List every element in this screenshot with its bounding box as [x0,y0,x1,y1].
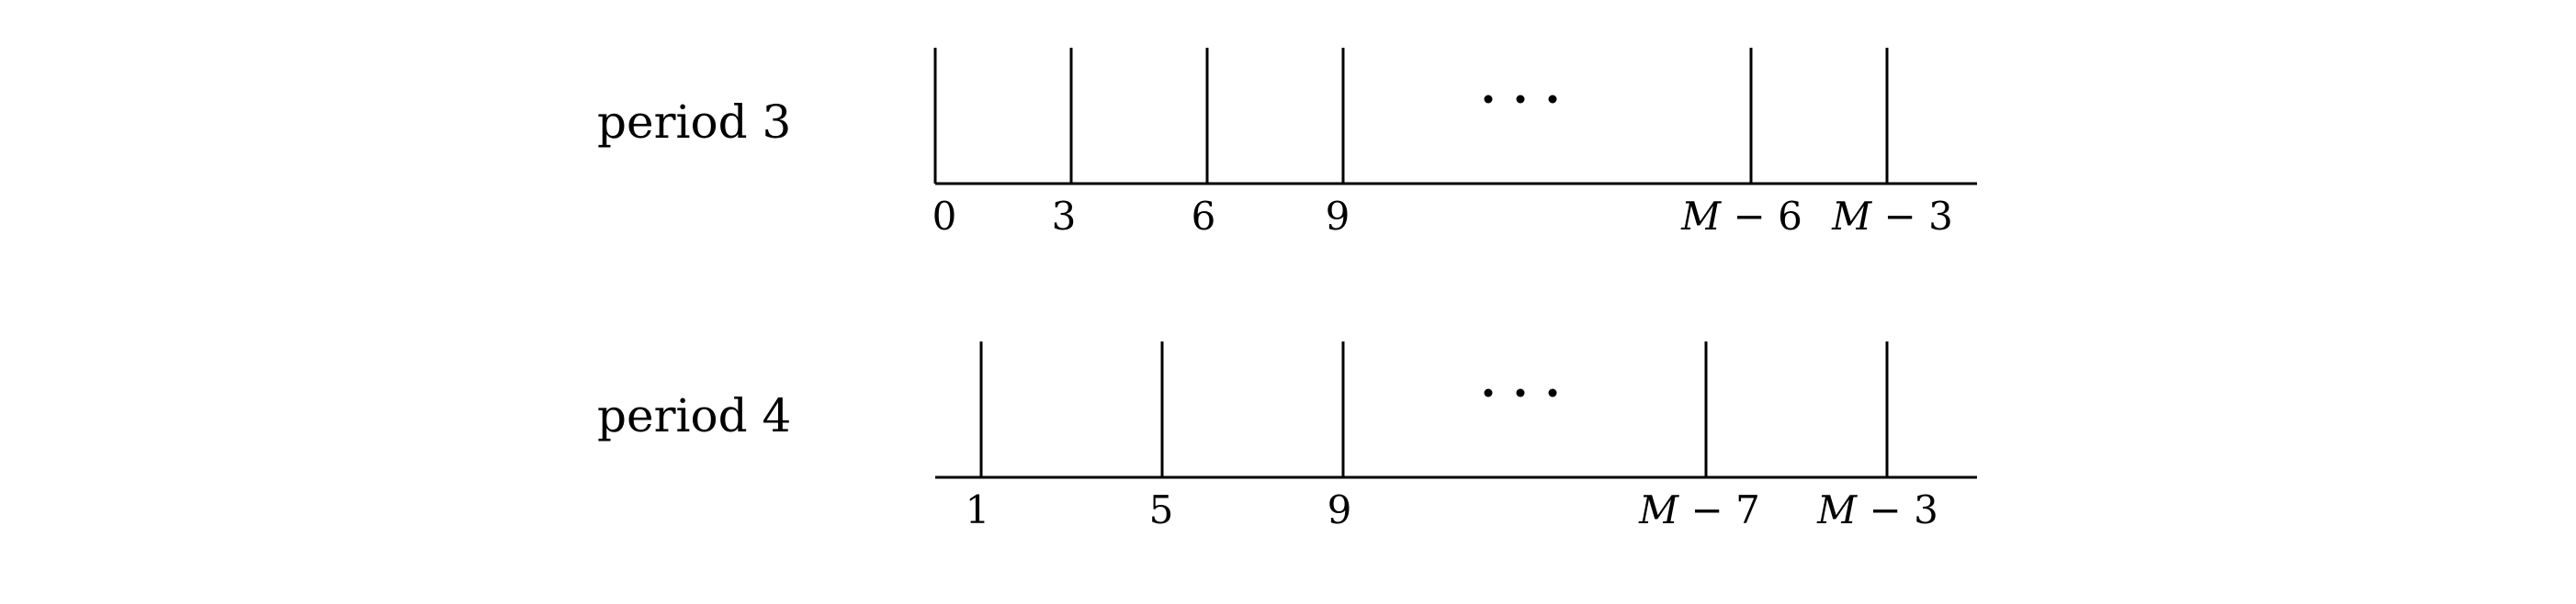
ellipsis-dot [1548,95,1557,104]
ellipsis-dot [1516,95,1525,104]
row-label-period-3: period 3 [597,95,791,149]
tick-label: 6 [1192,194,1216,239]
tick-label: 1 [966,487,990,532]
tick-label: 5 [1149,487,1174,532]
row-period-4: period 4 1 5 9 M − 7 M − 3 [597,341,1977,532]
tick-label: 0 [932,194,957,239]
ellipsis-period-4 [1484,388,1557,397]
row-period-3: period 3 0 3 6 9 M − 6 M − 3 [597,48,1977,239]
ellipsis-dot [1548,388,1557,397]
tick-label: 9 [1326,194,1350,239]
tick-label: M − 3 [1816,487,1938,532]
row-label-period-4: period 4 [597,389,791,442]
ticks-period-3: 0 3 6 9 M − 6 M − 3 [932,48,1953,239]
tick-label: 3 [1052,194,1077,239]
ticks-period-4: 1 5 9 M − 7 M − 3 [966,341,1938,532]
ellipsis-period-3 [1484,95,1557,104]
ellipsis-dot [1484,95,1493,104]
tick-label: M − 3 [1831,194,1953,239]
ellipsis-dot [1516,388,1525,397]
tick-label: M − 6 [1680,194,1802,239]
tick-label: 9 [1328,487,1352,532]
ellipsis-dot [1484,388,1493,397]
tick-label: M − 7 [1638,487,1760,532]
